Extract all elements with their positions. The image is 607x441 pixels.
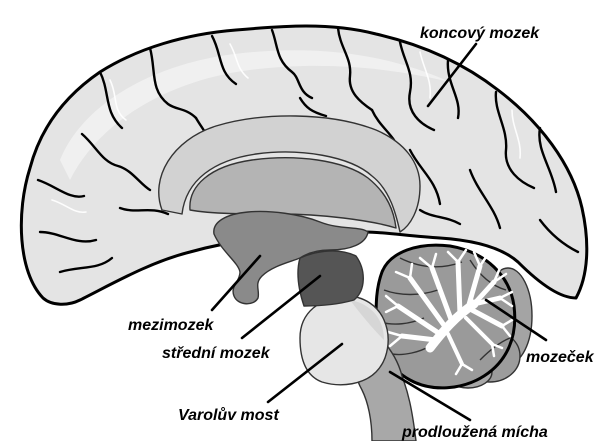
midbrain: [298, 251, 363, 306]
label-pons: Varolův most: [178, 407, 279, 424]
label-midbrain: střední mozek: [162, 345, 271, 362]
pons: [300, 296, 388, 385]
label-medulla: prodloužená mícha: [401, 424, 548, 441]
label-cerebrum: koncový mozek: [420, 25, 540, 42]
label-cerebellum: mozeček: [526, 349, 595, 366]
label-diencephalon: mezimozek: [128, 317, 214, 334]
